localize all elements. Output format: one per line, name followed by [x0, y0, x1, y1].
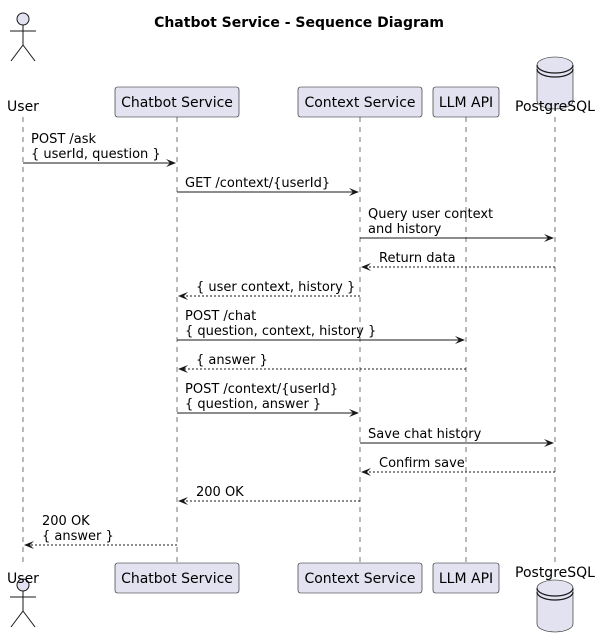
participant-label: User — [7, 571, 39, 587]
arrowhead-icon — [178, 497, 188, 505]
message-label: Return data — [379, 251, 456, 266]
participant-box — [114, 86, 240, 118]
message-7: { answer } — [178, 353, 466, 373]
participant-llm-top: LLM API — [432, 86, 500, 118]
arrowhead-icon — [24, 541, 34, 549]
participant-label: PostgreSQL — [515, 99, 595, 115]
message-9: Save chat history — [360, 427, 554, 447]
message-label: Confirm save — [379, 456, 465, 471]
message-label: { user context, history } — [196, 280, 355, 295]
participant-label: Chatbot Service — [121, 95, 233, 111]
arrowhead-icon — [349, 409, 359, 417]
participant-context-top: Context Service — [297, 86, 423, 118]
arrowhead-icon — [178, 292, 188, 300]
message-label: { userId, question } — [31, 147, 161, 162]
actor-head-icon — [16, 12, 30, 26]
participant-box — [297, 86, 423, 118]
participant-label: Context Service — [304, 95, 415, 111]
actor-leg-right — [22, 610, 36, 628]
database-db-top: PostgreSQL — [515, 56, 595, 115]
arrowhead-icon — [166, 159, 176, 167]
participant-box — [432, 86, 500, 118]
diagram-title: Chatbot Service - Sequence Diagram — [154, 15, 444, 31]
database-rim-inner — [536, 591, 574, 601]
message-11: 200 OK — [178, 485, 360, 505]
participant-label: LLM API — [439, 571, 493, 587]
message-5: { user context, history } — [178, 280, 360, 300]
actor-leg-right — [22, 44, 36, 62]
participant-llm-bottom: LLM API — [432, 562, 500, 594]
participant-label: User — [7, 99, 39, 115]
participant-box — [297, 562, 423, 594]
participant-label: LLM API — [439, 95, 493, 111]
arrowhead-icon — [361, 263, 371, 271]
arrowhead-icon — [349, 188, 359, 196]
message-label: GET /context/{userId} — [185, 176, 330, 191]
message-label: { answer } — [196, 353, 268, 368]
message-1: POST /ask{ userId, question } — [23, 132, 176, 167]
arrowhead-icon — [361, 468, 371, 476]
message-10: Confirm save — [361, 456, 555, 476]
actor-user-bottom: User — [7, 571, 39, 628]
participant-box — [432, 562, 500, 594]
message-label: Save chat history — [368, 427, 482, 442]
message-label: { question, context, history } — [185, 324, 376, 339]
actor-leg-left — [10, 44, 24, 62]
actor-user-top: User — [7, 12, 39, 115]
database-db-bottom: PostgreSQL — [515, 565, 595, 633]
message-6: POST /chat{ question, context, history } — [177, 309, 465, 344]
database-icon — [536, 579, 574, 633]
message-label: { question, answer } — [185, 397, 321, 412]
message-label: { answer } — [42, 529, 114, 544]
message-label: 200 OK — [196, 485, 244, 500]
arrowhead-icon — [178, 365, 188, 373]
database-rim-inner — [536, 68, 574, 78]
participant-label: Context Service — [304, 571, 415, 587]
message-label: and history — [368, 222, 442, 237]
message-12: 200 OK{ answer } — [24, 514, 177, 549]
participant-box — [114, 562, 240, 594]
participant-label: PostgreSQL — [515, 565, 595, 581]
participant-context-bottom: Context Service — [297, 562, 423, 594]
database-rim — [536, 587, 574, 597]
message-label: POST /chat — [185, 309, 256, 324]
message-label: Query user context — [368, 207, 493, 222]
message-label: POST /ask — [31, 132, 97, 147]
arrowhead-icon — [455, 336, 465, 344]
message-2: GET /context/{userId} — [177, 176, 359, 196]
arrowhead-icon — [544, 234, 554, 242]
arrowhead-icon — [544, 439, 554, 447]
database-icon — [536, 56, 574, 110]
participant-chatbot-bottom: Chatbot Service — [114, 562, 240, 594]
participant-chatbot-top: Chatbot Service — [114, 86, 240, 118]
actor-leg-left — [10, 610, 24, 628]
message-label: POST /context/{userId} — [185, 382, 338, 397]
database-rim — [536, 64, 574, 74]
message-8: POST /context/{userId}{ question, answer… — [177, 382, 359, 417]
message-label: 200 OK — [42, 514, 90, 529]
participant-label: Chatbot Service — [121, 571, 233, 587]
message-4: Return data — [361, 251, 555, 271]
